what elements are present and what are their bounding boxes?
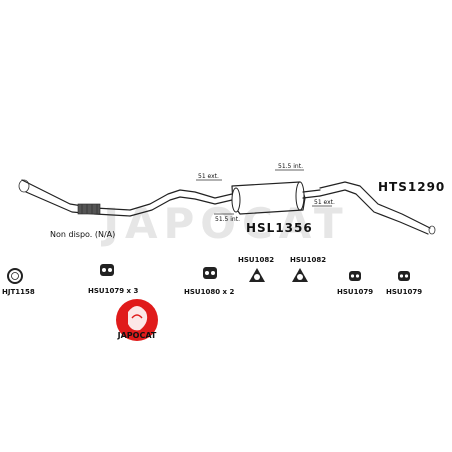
mount-code-a: HSU1079 x 3 <box>88 287 138 295</box>
tail-pipe <box>319 181 436 235</box>
front-pipe-note: Non dispo. (N/A) <box>50 230 115 239</box>
exhaust-hanger-icon <box>249 268 265 282</box>
rubber-mount-icon <box>203 267 217 279</box>
exhaust-hanger-icon <box>292 268 308 282</box>
dim-51-5-int-b: 51.5 int. <box>278 163 303 170</box>
mount-code-b: HSU1080 x 2 <box>184 288 234 296</box>
hanger-code-2: HSU1082 <box>290 256 326 264</box>
japocat-logo: JAPOCAT <box>116 299 158 341</box>
dimension-marks <box>196 169 332 215</box>
dim-51-5-int-a: 51.5 int. <box>215 216 240 223</box>
logo-text: JAPOCAT <box>117 331 157 340</box>
dim-51-ext-a: 51 ext. <box>198 173 219 180</box>
hanger-code-1: HSU1082 <box>238 256 274 264</box>
rubber-mount-icon <box>349 271 361 281</box>
tail-pipe-code: HTS1290 <box>378 180 445 194</box>
mount-code-c: HSU1079 <box>337 288 373 296</box>
muffler-code: HSL1356 <box>246 221 313 235</box>
gasket-ring-icon <box>7 268 23 284</box>
dim-51-ext-b: 51 ext. <box>314 199 335 206</box>
rubber-mount-icon <box>100 264 114 276</box>
mount-code-d: HSU1079 <box>386 288 422 296</box>
rubber-mount-icon <box>398 271 410 281</box>
gasket-code: HJT1158 <box>2 288 35 296</box>
muffler <box>231 181 321 215</box>
front-pipe <box>18 179 233 217</box>
